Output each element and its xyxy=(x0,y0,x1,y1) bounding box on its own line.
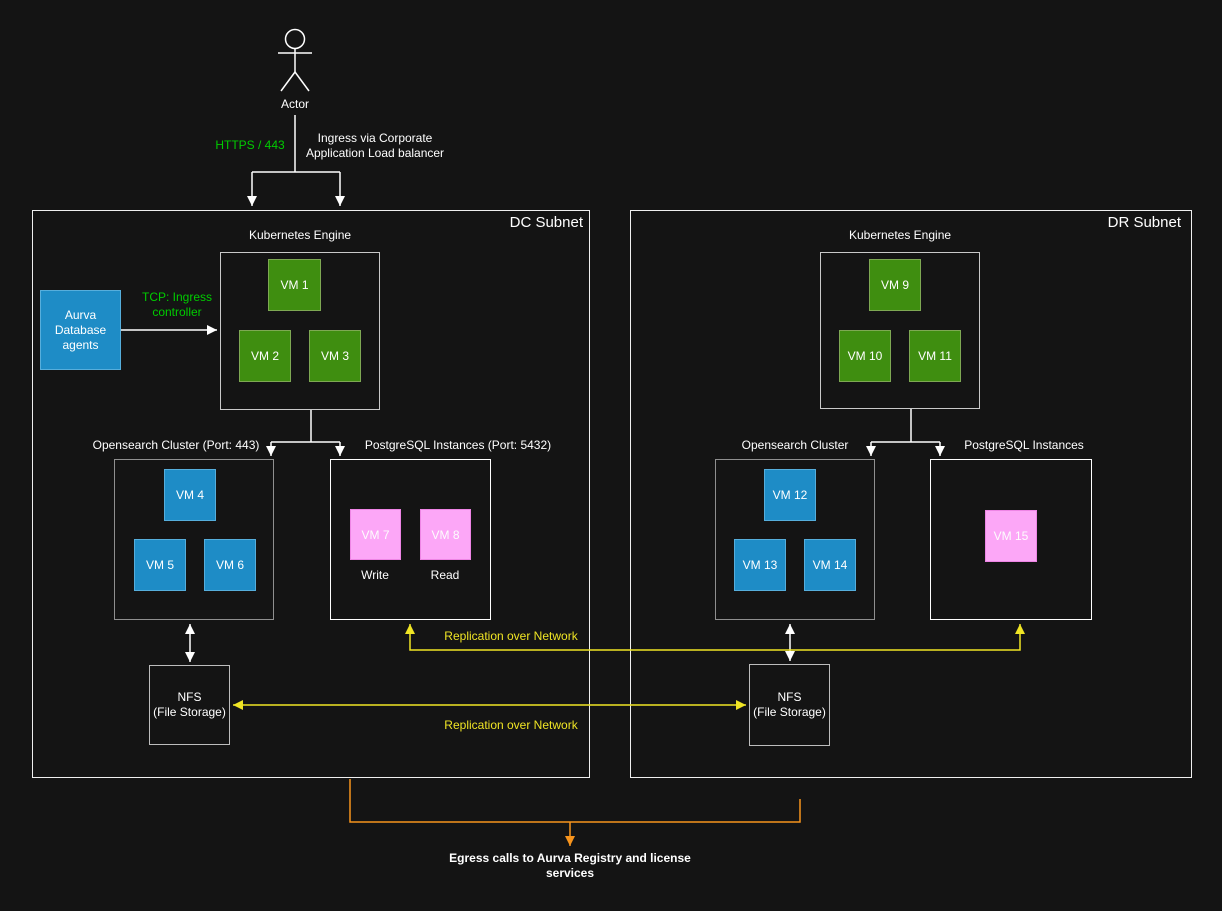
vm7-write-role-label: Write xyxy=(361,568,389,582)
vm-11-node: VM 11 xyxy=(909,330,961,382)
egress-label: Egress calls to Aurva Registry and licen… xyxy=(449,851,691,880)
vm-14-node: VM 14 xyxy=(804,539,856,591)
dr-subnet-title: DR Subnet xyxy=(1107,214,1181,231)
vm-12-node: VM 12 xyxy=(764,469,816,521)
vm-5-node: VM 5 xyxy=(134,539,186,591)
dr-subnet-box xyxy=(630,210,1192,778)
dc-subnet-title: DC Subnet xyxy=(509,214,583,231)
dc-nfs-box: NFS(File Storage) xyxy=(149,665,230,745)
vm-4-node: VM 4 xyxy=(164,469,216,521)
dr-kubernetes-title: Kubernetes Engine xyxy=(848,228,952,242)
vm-9-node: VM 9 xyxy=(869,259,921,311)
vm-6-node: VM 6 xyxy=(204,539,256,591)
vm-13-node: VM 13 xyxy=(734,539,786,591)
dr-postgresql-title: PostgreSQL Instances xyxy=(964,438,1084,452)
actor-icon xyxy=(278,28,312,92)
dc-opensearch-box xyxy=(114,459,274,620)
egress-connector xyxy=(349,779,801,823)
vm-15-node: VM 15 xyxy=(985,510,1037,562)
dr-postgresql-box xyxy=(930,459,1092,620)
nfs-replication-label: Replication over Network xyxy=(444,718,578,732)
dr-opensearch-box xyxy=(715,459,875,620)
vm8-read-role-label: Read xyxy=(430,568,460,582)
vm-2-node: VM 2 xyxy=(239,330,291,382)
vm-7-node: VM 7 xyxy=(350,509,401,560)
vm-3-node: VM 3 xyxy=(309,330,361,382)
dc-kubernetes-box xyxy=(220,252,380,410)
actor-label: Actor xyxy=(280,97,310,111)
https-port-label: HTTPS / 443 xyxy=(215,138,285,152)
dr-nfs-box: NFS(File Storage) xyxy=(749,664,830,746)
postgres-replication-label: Replication over Network xyxy=(444,629,578,643)
dc-opensearch-title: Opensearch Cluster (Port: 443) xyxy=(92,438,260,452)
dc-nfs-label: NFS(File Storage) xyxy=(153,690,226,719)
dr-nfs-label: NFS(File Storage) xyxy=(753,690,826,719)
dr-opensearch-title: Opensearch Cluster xyxy=(741,438,849,452)
vm-1-node: VM 1 xyxy=(268,259,321,311)
dc-subnet-box xyxy=(32,210,590,778)
dc-postgresql-box xyxy=(330,459,491,620)
dc-postgresql-title: PostgreSQL Instances (Port: 5432) xyxy=(364,438,552,452)
vm-8-node: VM 8 xyxy=(420,509,471,560)
dr-kubernetes-box xyxy=(820,252,980,409)
dc-kubernetes-title: Kubernetes Engine xyxy=(248,228,352,242)
vm-10-node: VM 10 xyxy=(839,330,891,382)
